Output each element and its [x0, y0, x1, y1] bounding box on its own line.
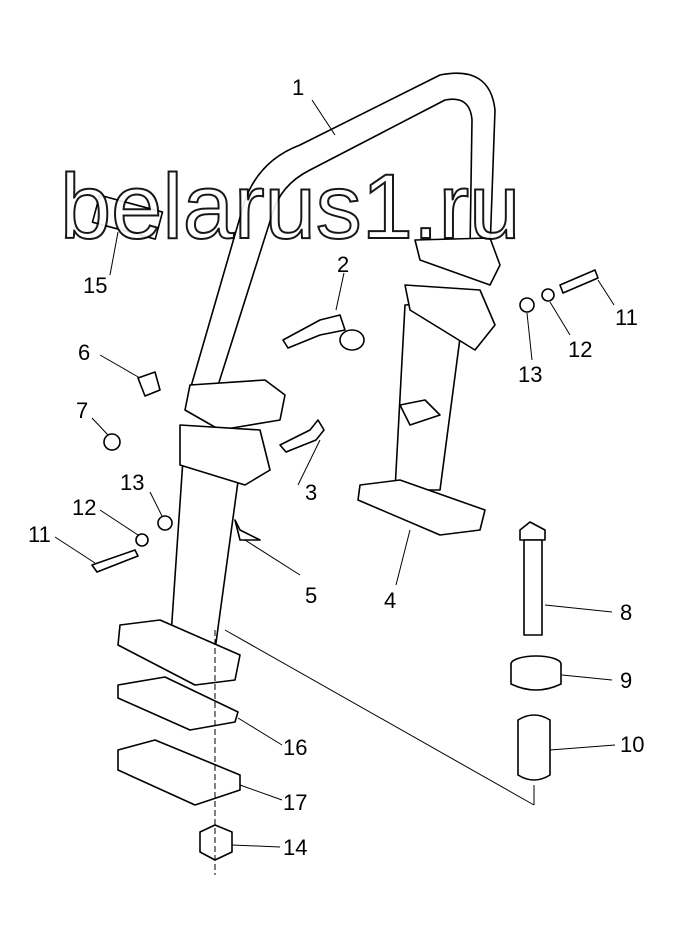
- watermark: belarus1.ru: [60, 156, 520, 258]
- callout-3: 3: [305, 480, 317, 505]
- callout-2: 2: [337, 252, 349, 277]
- callout-11-left: 11: [28, 522, 51, 547]
- callout-1: 1: [292, 75, 304, 100]
- callout-16: 16: [283, 735, 307, 760]
- callout-6: 6: [78, 340, 90, 365]
- callout-15: 15: [83, 273, 107, 298]
- right-post: [357, 284, 496, 536]
- callout-17: 17: [283, 790, 307, 815]
- callout-12-left: 12: [72, 495, 96, 520]
- callout-5: 5: [305, 583, 317, 608]
- callout-13-right: 13: [518, 362, 542, 387]
- callout-4: 4: [384, 588, 396, 613]
- hardware: [91, 194, 599, 861]
- callout-7: 7: [76, 398, 88, 423]
- left-post: [117, 424, 271, 686]
- callout-8: 8: [620, 600, 632, 625]
- callout-14: 14: [283, 835, 307, 860]
- callout-11-right: 11: [615, 305, 638, 330]
- callout-13-left: 13: [120, 470, 144, 495]
- callout-labels: 1 2 3 4 5 6 7 8 9 10 11 11 12 12 13 13 1…: [28, 75, 644, 860]
- leader-lines: [54, 99, 616, 875]
- callout-12-right: 12: [568, 337, 592, 362]
- roll-bar-frame: [184, 72, 501, 431]
- callout-10: 10: [620, 732, 644, 757]
- callout-9: 9: [620, 668, 632, 693]
